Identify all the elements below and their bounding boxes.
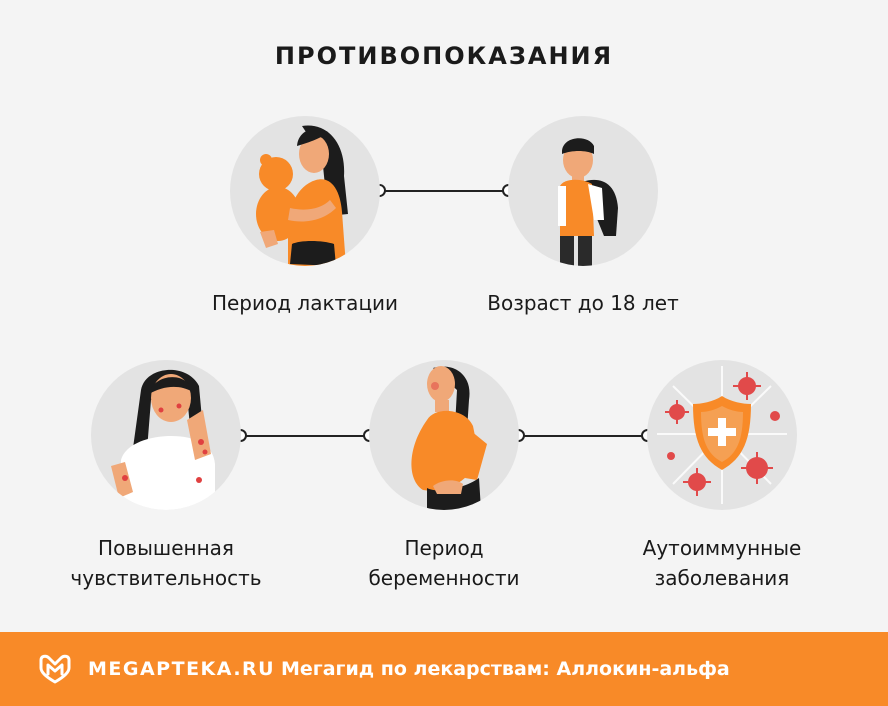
label-age: Возраст до 18 лет (463, 288, 703, 318)
schoolboy-icon (508, 116, 658, 266)
footer-tagline: Мегагид по лекарствам: Аллокин-альфа (281, 658, 730, 680)
label-line: Период лактации (211, 291, 399, 315)
breastfeeding-mother-icon (230, 116, 380, 266)
label-line: Возраст до 18 лет (487, 291, 679, 315)
label-line: заболевания (654, 566, 790, 590)
page-title: ПРОТИВОПОКАЗАНИЯ (274, 42, 614, 70)
label-line: беременности (368, 566, 520, 590)
connector-lactation-age (384, 190, 508, 192)
allergic-rash-woman-icon (91, 360, 241, 510)
label-line: Аутоиммунные (642, 536, 802, 560)
connector-pregnancy-autoimmune (523, 435, 647, 437)
label-line: чувствительность (70, 566, 262, 590)
label-lactation: Период лактации (185, 288, 425, 318)
label-line: Повышенная (98, 536, 234, 560)
label-autoimmune: Аутоиммунные заболевания (602, 533, 842, 593)
shield-virus-icon (647, 360, 797, 510)
label-sensitivity: Повышенная чувствительность (46, 533, 286, 593)
m-heart-logo-icon (39, 654, 71, 684)
label-line: Период (404, 536, 484, 560)
connector-sensitivity-pregnancy (245, 435, 369, 437)
label-pregnancy: Период беременности (324, 533, 564, 593)
brand-name[interactable]: MEGAPTEKA.RU (88, 658, 276, 680)
pregnant-woman-icon (369, 360, 519, 510)
footer-bar: MEGAPTEKA.RU Мегагид по лекарствам: Алло… (0, 632, 888, 706)
